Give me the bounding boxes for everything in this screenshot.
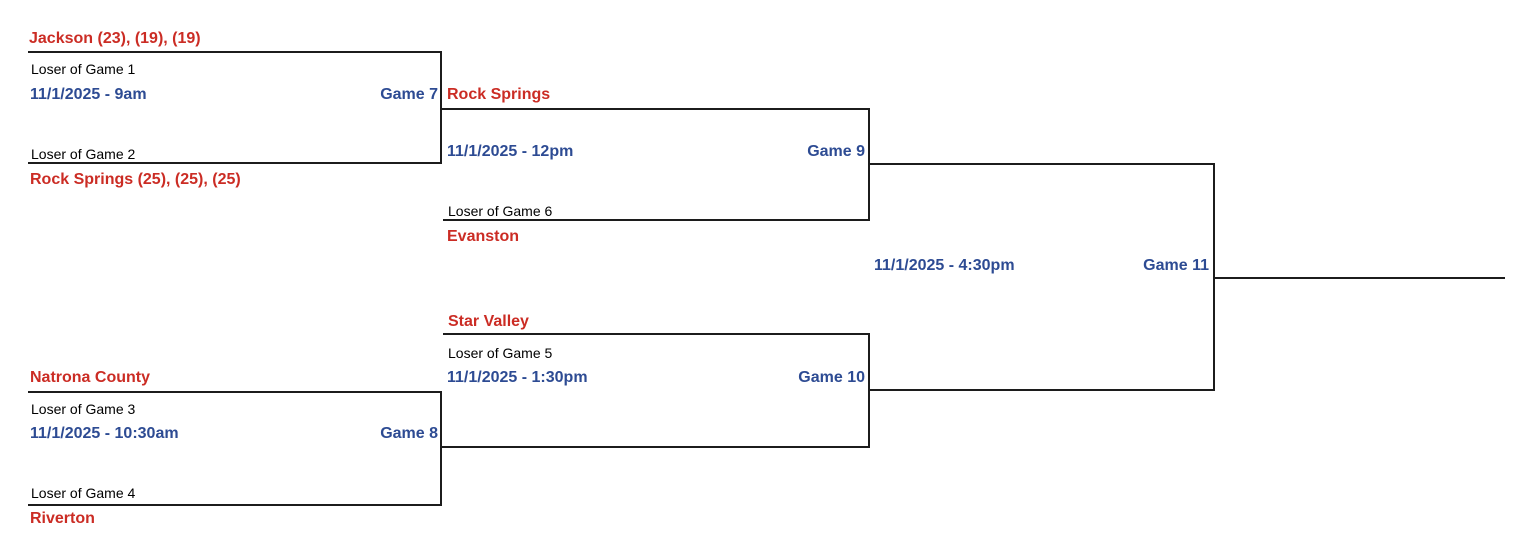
game10-label: Game 10 [798, 369, 865, 386]
game7-bottom-team-name: Rock Springs (25), (25), (25) [30, 171, 241, 188]
game7-top-team-name: Jackson (23), (19), (19) [29, 30, 201, 47]
game8-top-line [28, 391, 442, 393]
game11-winner-line [1213, 277, 1505, 279]
game9-top-team-name: Rock Springs [447, 86, 551, 103]
game10-top-team-name: Star Valley [448, 313, 529, 330]
game10-top-slot-label: Loser of Game 5 [448, 345, 553, 361]
game7-top-slot-label: Loser of Game 1 [31, 61, 136, 77]
game7-top-line [28, 51, 442, 53]
game7-label: Game 7 [380, 86, 438, 103]
game8-connector-line [440, 391, 442, 506]
game8-datetime: 11/1/2025 - 10:30am [30, 425, 179, 442]
game11-bottom-line [868, 389, 1215, 391]
game8-bottom-line [28, 504, 442, 506]
game8-bottom-team-name: Riverton [30, 510, 95, 527]
game11-label: Game 11 [1143, 257, 1209, 274]
game9-datetime: 11/1/2025 - 12pm [447, 143, 574, 160]
game8-bottom-slot-label: Loser of Game 4 [31, 485, 136, 501]
game9-bottom-line [443, 219, 870, 221]
game10-bottom-line [440, 446, 870, 448]
game9-label: Game 9 [807, 143, 865, 160]
game10-datetime: 11/1/2025 - 1:30pm [447, 369, 588, 386]
game7-bottom-slot-label: Loser of Game 2 [31, 146, 136, 162]
game10-top-line [443, 333, 870, 335]
game9-top-line [440, 108, 870, 110]
game11-top-line [868, 163, 1215, 165]
game8-label: Game 8 [380, 425, 438, 442]
game8-top-slot-label: Loser of Game 3 [31, 401, 136, 417]
game9-bottom-slot-label: Loser of Game 6 [448, 203, 553, 219]
game11-datetime: 11/1/2025 - 4:30pm [874, 257, 1015, 274]
game7-datetime: 11/1/2025 - 9am [30, 86, 147, 103]
game7-connector-line [440, 51, 442, 164]
game8-top-team-name: Natrona County [30, 369, 150, 386]
game7-bottom-line [28, 162, 442, 164]
game9-bottom-team-name: Evanston [447, 228, 520, 245]
